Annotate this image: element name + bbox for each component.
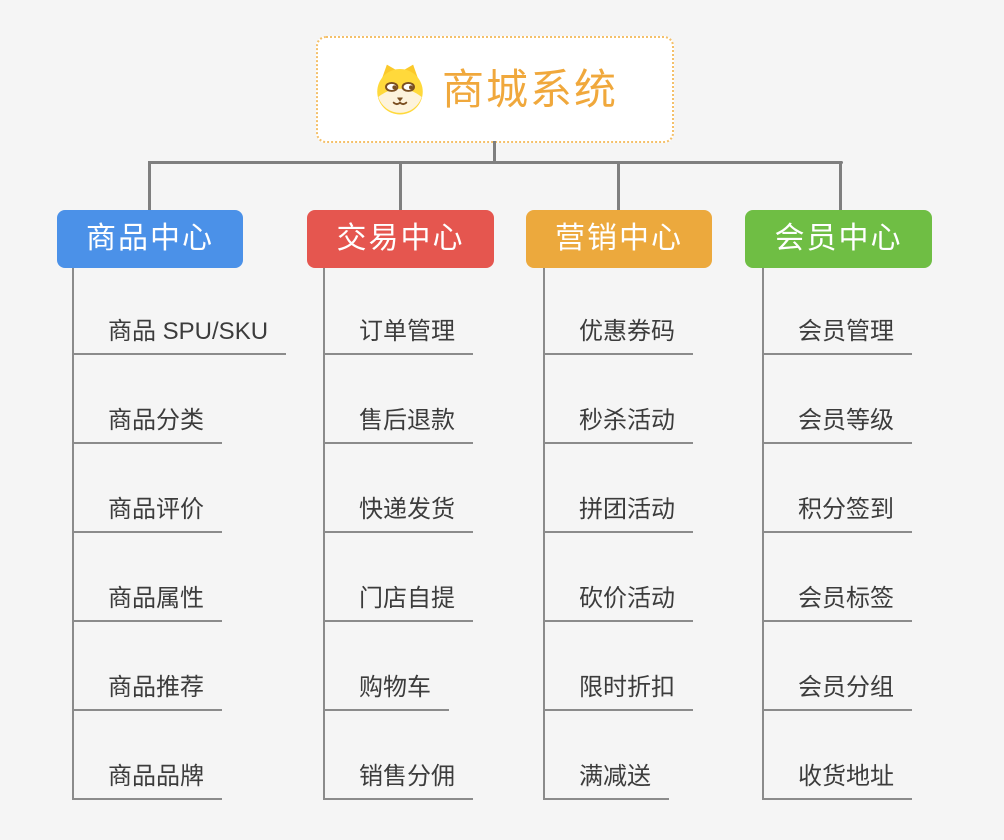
leaf-node[interactable]: 限时折扣	[545, 622, 693, 711]
leaf-label: 商品推荐	[108, 674, 204, 702]
connector-drop-trade	[399, 161, 402, 210]
leaf-node[interactable]: 售后退款	[325, 355, 473, 444]
leaf-node[interactable]: 销售分佣	[325, 711, 473, 800]
leaf-label: 满减送	[579, 763, 651, 791]
leaf-label: 会员标签	[798, 585, 894, 613]
branch-label: 会员中心	[774, 222, 903, 255]
leaf-node[interactable]: 商品 SPU/SKU	[74, 268, 287, 355]
leaf-node[interactable]: 商品推荐	[74, 622, 222, 711]
leaf-label: 商品 SPU/SKU	[108, 318, 269, 346]
leaf-label: 拼团活动	[579, 496, 675, 524]
branch-node-marketing-center[interactable]: 营销中心	[526, 210, 712, 268]
leaf-node[interactable]: 拼团活动	[545, 444, 693, 533]
leaf-label: 会员管理	[798, 318, 894, 346]
leaf-node[interactable]: 购物车	[325, 622, 449, 711]
branch-children-member-center: 会员管理 会员等级 积分签到 会员标签 会员分组 收货地址	[762, 268, 912, 800]
leaf-node[interactable]: 收货地址	[764, 711, 912, 800]
leaf-node[interactable]: 会员标签	[764, 533, 912, 622]
branch-node-trade-center[interactable]: 交易中心	[307, 210, 494, 268]
leaf-node[interactable]: 会员管理	[764, 268, 912, 355]
leaf-node[interactable]: 优惠券码	[545, 268, 693, 355]
branch-label: 交易中心	[336, 222, 465, 255]
leaf-label: 购物车	[359, 674, 431, 702]
leaf-label: 商品评价	[108, 496, 204, 524]
leaf-label: 商品分类	[108, 407, 204, 435]
leaf-node[interactable]: 商品品牌	[74, 711, 222, 800]
root-title: 商城系统	[441, 65, 618, 113]
leaf-label: 商品属性	[108, 585, 204, 613]
leaf-node[interactable]: 会员分组	[764, 622, 912, 711]
leaf-label: 积分签到	[798, 496, 894, 524]
leaf-node[interactable]: 满减送	[545, 711, 669, 800]
root-node[interactable]: 商城系统	[316, 36, 674, 143]
leaf-label: 快递发货	[359, 496, 455, 524]
branch-children-marketing-center: 优惠券码 秒杀活动 拼团活动 砍价活动 限时折扣 满减送	[543, 268, 693, 800]
connector-drop-marketing	[617, 161, 620, 210]
branch-label: 商品中心	[86, 222, 214, 255]
leaf-node[interactable]: 商品分类	[74, 355, 222, 444]
leaf-label: 限时折扣	[579, 674, 675, 702]
leaf-node[interactable]: 商品评价	[74, 444, 222, 533]
branch-children-trade-center: 订单管理 售后退款 快递发货 门店自提 购物车 销售分佣	[323, 268, 473, 800]
leaf-label: 售后退款	[359, 407, 455, 435]
leaf-label: 收货地址	[798, 763, 894, 791]
connector-drop-member	[839, 161, 842, 210]
leaf-node[interactable]: 会员等级	[764, 355, 912, 444]
branch-children-product-center: 商品 SPU/SKU 商品分类 商品评价 商品属性 商品推荐 商品品牌	[72, 268, 287, 800]
leaf-label: 会员等级	[798, 407, 894, 435]
branch-node-product-center[interactable]: 商品中心	[57, 210, 243, 268]
connector-root-stub	[493, 141, 496, 163]
leaf-node[interactable]: 商品属性	[74, 533, 222, 622]
branch-node-member-center[interactable]: 会员中心	[745, 210, 932, 268]
leaf-label: 订单管理	[359, 318, 455, 346]
dog-icon	[377, 64, 423, 114]
leaf-node[interactable]: 秒杀活动	[545, 355, 693, 444]
leaf-label: 商品品牌	[108, 763, 204, 791]
leaf-label: 会员分组	[798, 674, 894, 702]
leaf-label: 销售分佣	[359, 763, 455, 791]
leaf-node[interactable]: 门店自提	[325, 533, 473, 622]
connector-drop-product	[148, 161, 151, 210]
branch-label: 营销中心	[555, 222, 683, 255]
leaf-node[interactable]: 积分签到	[764, 444, 912, 533]
leaf-label: 秒杀活动	[579, 407, 675, 435]
connector-horizontal-bar	[148, 161, 843, 164]
leaf-label: 优惠券码	[579, 318, 675, 346]
leaf-node[interactable]: 快递发货	[325, 444, 473, 533]
leaf-label: 砍价活动	[579, 585, 675, 613]
leaf-label: 门店自提	[359, 585, 455, 613]
leaf-node[interactable]: 订单管理	[325, 268, 473, 355]
leaf-node[interactable]: 砍价活动	[545, 533, 693, 622]
